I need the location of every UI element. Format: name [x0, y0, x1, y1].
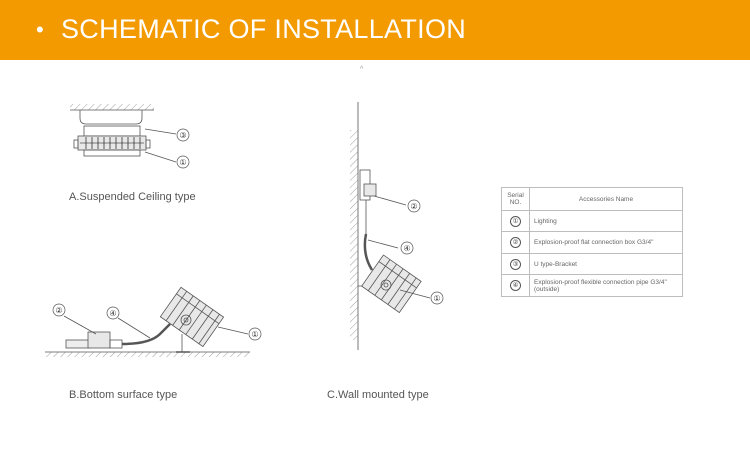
accessory-name: U type-Bracket [529, 253, 683, 275]
table-row: ④ Explosion-proof flexible connection pi… [501, 274, 683, 297]
callout-4-wall [400, 241, 414, 255]
callout-2-bottom-label: ② [55, 306, 62, 315]
page-title: SCHEMATIC OF INSTALLATION [61, 14, 467, 44]
serial-number: ③ [510, 258, 521, 270]
callout-1-bottom [248, 327, 262, 341]
callout-4-bottom-label: ④ [109, 309, 116, 318]
callout-1-wall-label: ① [433, 294, 440, 303]
table-row: ③ U type-Bracket [501, 253, 683, 275]
accessory-name: Lighting [529, 210, 683, 232]
callout-4-bottom [106, 306, 120, 320]
table-row: ① Lighting [501, 210, 683, 232]
serial-number: ④ [510, 280, 521, 291]
callout-2-wall [407, 199, 421, 213]
callout-2-bottom [52, 303, 66, 317]
accessory-name: Explosion-proof flat connection box G3/4… [529, 231, 683, 254]
wall-lamp-icon [350, 102, 431, 350]
caption-suspended-ceiling: A.Suspended Ceiling type [69, 191, 196, 203]
suspended-lamp-icon [70, 104, 177, 163]
accessory-name: Explosion-proof flexible connection pipe… [529, 274, 683, 297]
small-mark: ^ [360, 66, 364, 73]
col-serial: Serial NO. [501, 187, 530, 211]
caption-bottom-surface: B.Bottom surface type [69, 389, 178, 401]
accessories-table: Serial NO. Accessories Name ① Lighting ②… [501, 187, 683, 297]
callout-3-ceiling-label: ③ [179, 131, 186, 140]
table-row: ② Explosion-proof flat connection box G3… [501, 231, 683, 254]
caption-wall-mounted: C.Wall mounted type [327, 389, 429, 401]
callout-2-wall-label: ② [410, 202, 417, 211]
serial-number: ② [510, 237, 521, 248]
bottom-lamp-icon [45, 286, 250, 357]
callout-1-wall [430, 291, 444, 305]
callout-1-ceiling-label: ① [179, 158, 186, 167]
callout-4-wall-label: ④ [403, 244, 410, 253]
col-accessories-name: Accessories Name [529, 187, 683, 211]
callout-1-ceiling [176, 155, 190, 169]
header-bar: • SCHEMATIC OF INSTALLATION [0, 0, 750, 60]
callout-3-ceiling [176, 128, 190, 142]
callouts [52, 128, 444, 341]
callout-1-bottom-label: ① [251, 330, 258, 339]
header-bullet: • [36, 17, 44, 42]
serial-number: ① [510, 215, 521, 227]
table-header-row: Serial NO. Accessories Name [501, 187, 683, 211]
